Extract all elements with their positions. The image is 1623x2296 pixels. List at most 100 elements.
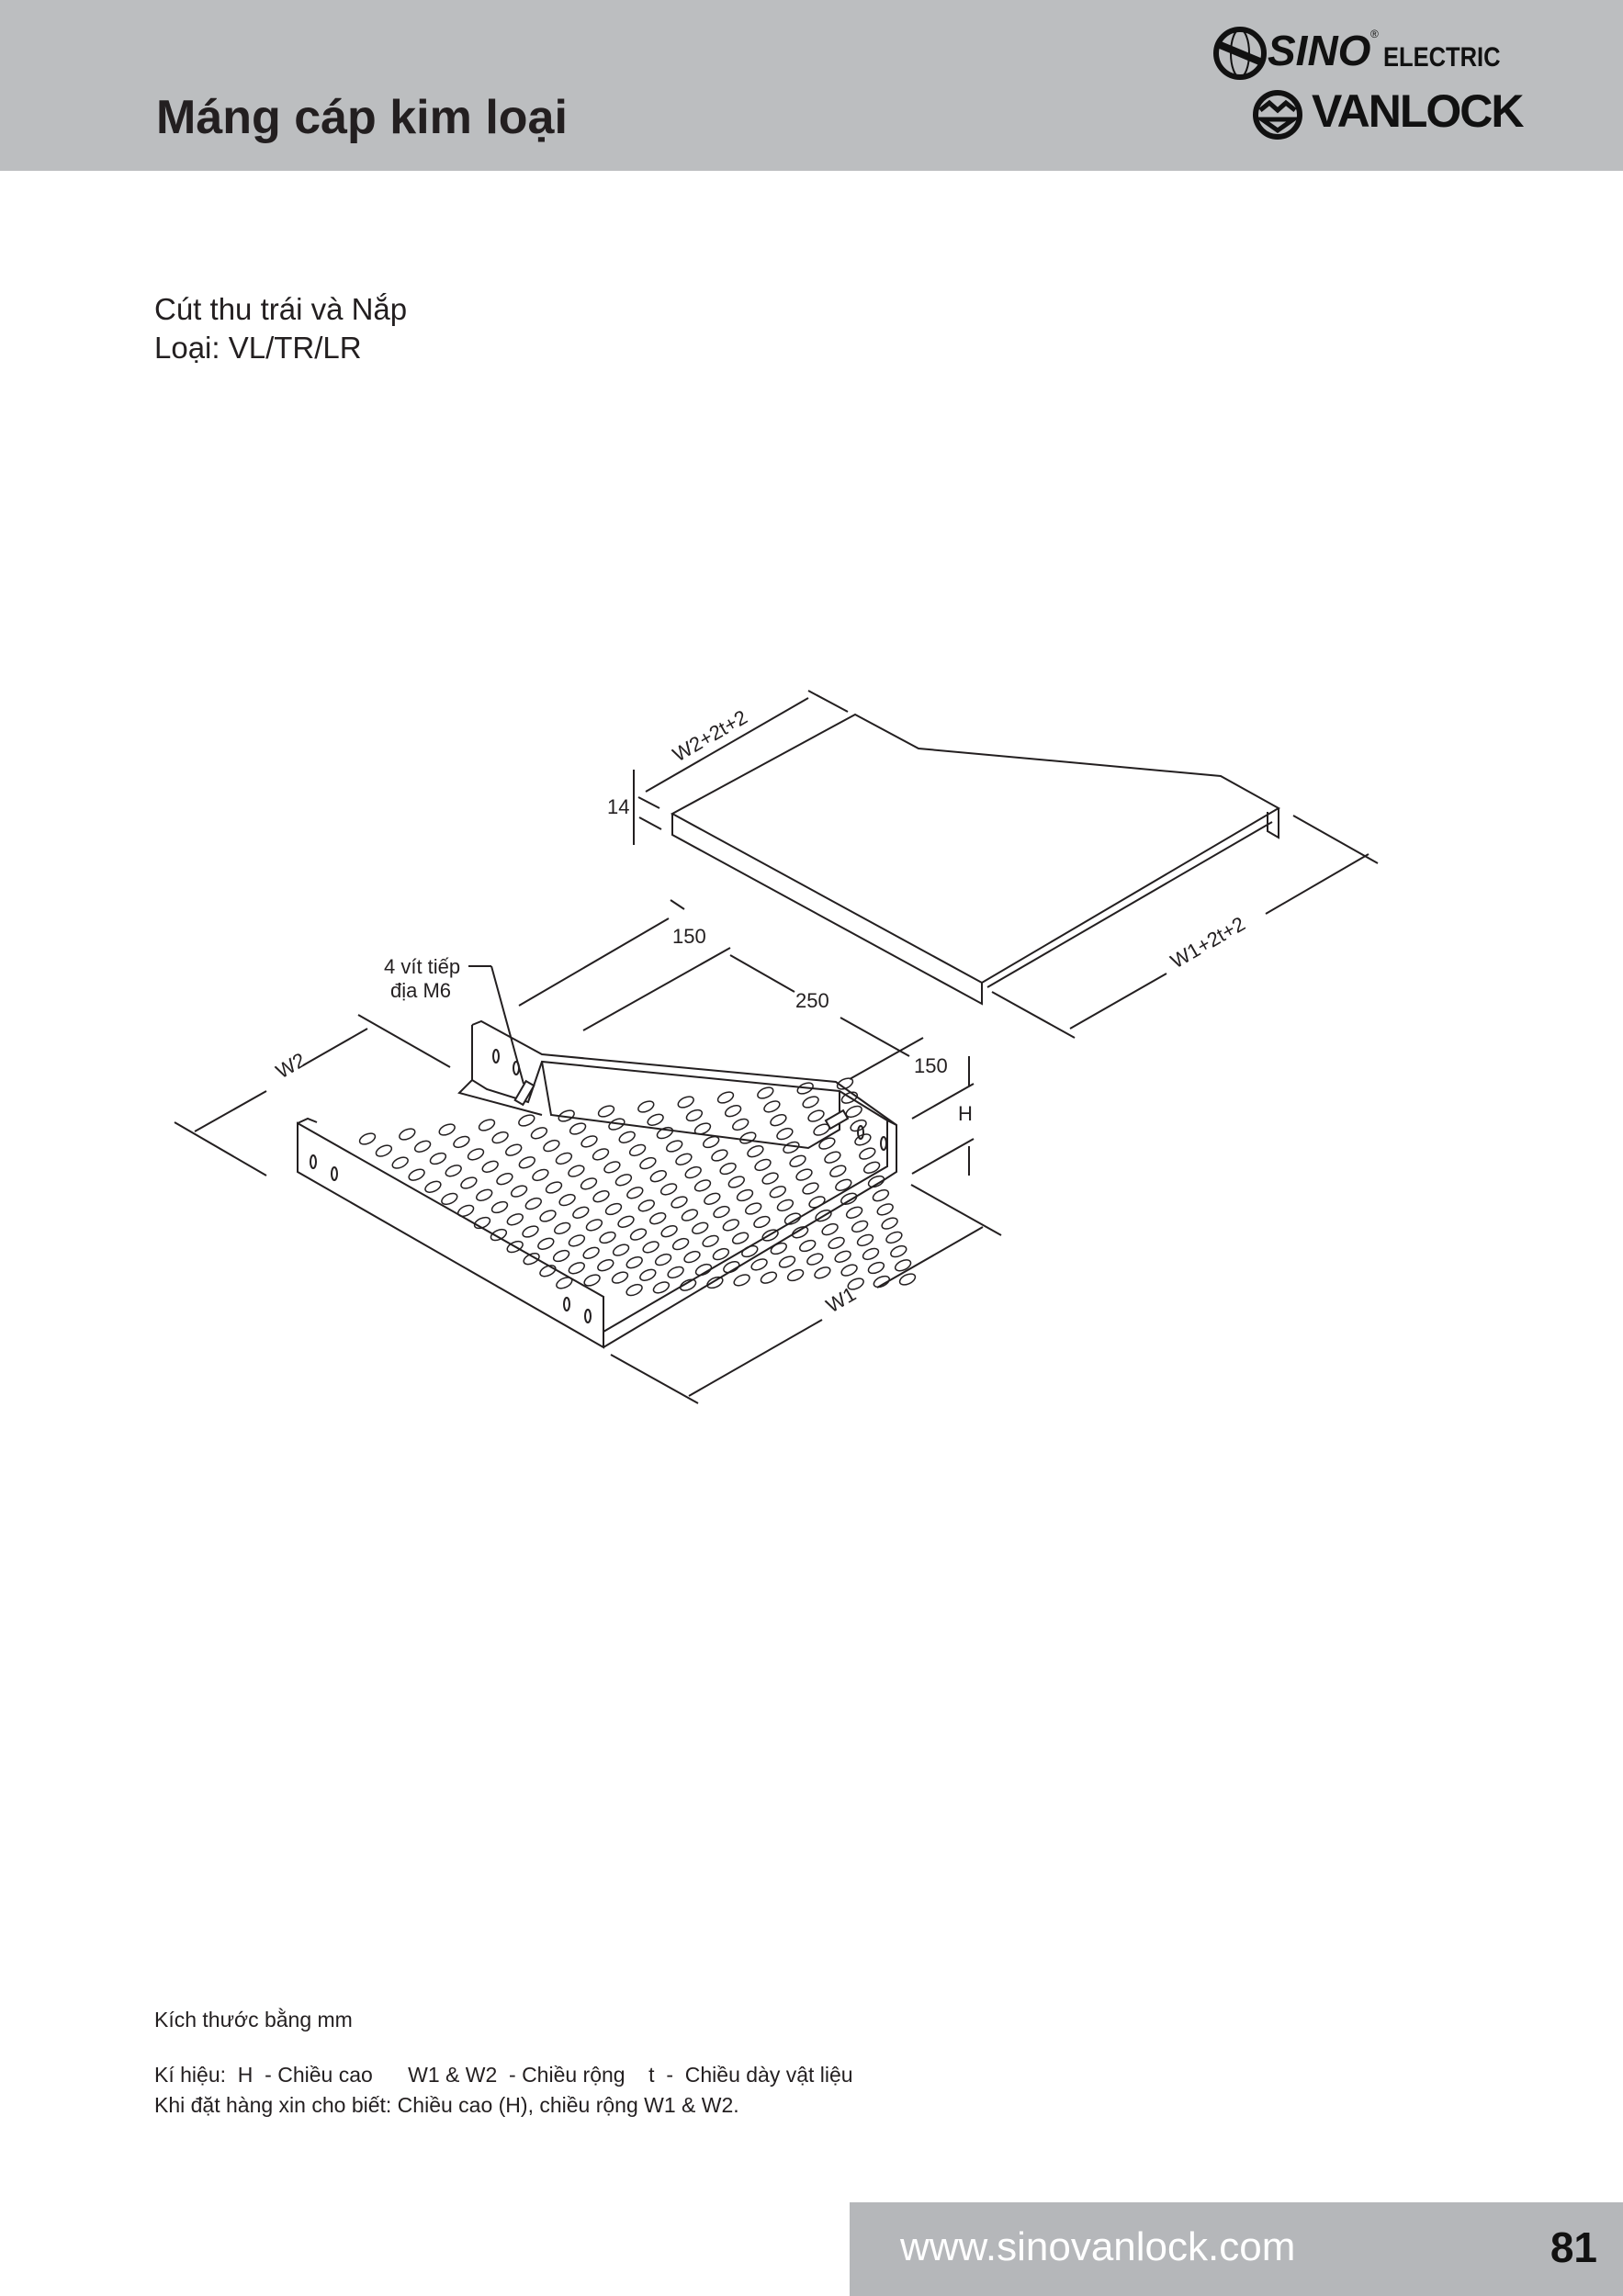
- perforation-hole: [770, 1242, 787, 1255]
- dim-h: H: [958, 1102, 973, 1125]
- perforation-hole: [763, 1100, 781, 1113]
- perforation-hole: [796, 1082, 814, 1095]
- perforation-hole: [639, 1156, 657, 1170]
- perforation-hole: [872, 1189, 890, 1202]
- perforation-holes: [358, 1077, 917, 1297]
- perforation-hole: [639, 1268, 657, 1281]
- perforation-hole: [585, 1219, 603, 1232]
- perforation-hole: [597, 1259, 614, 1272]
- perforation-hole: [795, 1168, 813, 1181]
- perforation-hole: [558, 1109, 575, 1122]
- perforation-hole: [473, 1216, 491, 1230]
- perforation-hole: [582, 1246, 600, 1259]
- perforation-hole: [876, 1203, 894, 1216]
- product-name: Cút thu trái và Nắp: [154, 292, 408, 326]
- perforation-hole: [881, 1217, 898, 1230]
- brand-vanlock: VANLOCK: [1312, 85, 1525, 137]
- perforation-hole: [604, 1202, 623, 1216]
- perforation-hole: [783, 1141, 800, 1154]
- page-title: Máng cáp kim loại: [156, 91, 568, 144]
- registered-mark: ®: [1370, 28, 1379, 40]
- perforation-hole: [611, 1271, 629, 1284]
- perforation-hole: [778, 1255, 796, 1268]
- perforation-hole: [890, 1244, 907, 1258]
- perforation-hole: [894, 1259, 912, 1272]
- perforation-hole: [723, 1261, 740, 1274]
- perforation-hole: [629, 1228, 648, 1241]
- perforation-hole: [671, 1237, 690, 1251]
- perforation-hole: [761, 1172, 779, 1185]
- website-link[interactable]: www.sinovanlock.com: [900, 2224, 1296, 2269]
- dim-cover-lip: 14: [607, 795, 629, 818]
- perforation-hole: [685, 1109, 704, 1122]
- perforation-hole: [854, 1133, 872, 1146]
- perforation-hole: [736, 1188, 754, 1202]
- dim-w2: W2: [272, 1048, 310, 1083]
- perforation-hole: [481, 1160, 499, 1173]
- perforation-hole: [568, 1165, 585, 1177]
- tray-drawing: [297, 1019, 917, 1349]
- perforation-hole: [505, 1143, 523, 1156]
- callout-screws-1: 4 vít tiếp: [384, 955, 460, 978]
- perforation-hole: [829, 1165, 847, 1177]
- perforation-hole: [802, 1096, 819, 1109]
- perforation-hole: [851, 1220, 869, 1233]
- perforation-hole: [693, 1179, 712, 1192]
- perforation-hole: [543, 1139, 560, 1153]
- perforation-hole: [722, 1219, 739, 1232]
- dim-150-right: 150: [914, 1054, 948, 1077]
- perforation-hole: [506, 1213, 524, 1226]
- perforation-hole: [456, 1204, 475, 1218]
- perforation-hole: [496, 1173, 513, 1186]
- perforation-hole: [592, 1148, 610, 1161]
- perforation-hole: [424, 1180, 442, 1193]
- perforation-hole: [845, 1206, 863, 1219]
- perforation-hole: [840, 1091, 859, 1104]
- units-note: Kích thước bằng mm: [154, 2008, 353, 2032]
- perforation-hole: [873, 1275, 890, 1289]
- perforation-hole: [719, 1162, 737, 1176]
- perforation-hole: [491, 1131, 509, 1144]
- perforation-hole: [572, 1206, 590, 1219]
- perforation-hole: [840, 1192, 858, 1205]
- perforation-hole: [539, 1265, 557, 1277]
- perforation-hole: [704, 1192, 721, 1205]
- perforation-hole: [702, 1234, 719, 1248]
- perforation-hole: [614, 1174, 633, 1187]
- perforation-hole: [445, 1165, 462, 1177]
- perforation-hole: [637, 1100, 655, 1113]
- perforation-hole: [835, 1178, 852, 1191]
- perforation-hole: [667, 1266, 684, 1279]
- perforation-hole: [789, 1154, 806, 1167]
- perforation-hole: [683, 1250, 701, 1264]
- perforation-hole: [898, 1273, 917, 1286]
- perforation-hole: [761, 1229, 779, 1242]
- product-type: Loại: VL/TR/LR: [154, 331, 362, 365]
- perforation-hole: [724, 1105, 742, 1118]
- perforation-hole: [637, 1199, 655, 1212]
- perforation-hole: [818, 1137, 836, 1150]
- perforation-hole: [815, 1210, 832, 1222]
- perforation-hole: [537, 1237, 555, 1250]
- perforation-hole: [828, 1236, 845, 1250]
- perforation-hole: [654, 1253, 672, 1266]
- perforation-hole: [583, 1274, 601, 1287]
- perforation-hole: [716, 1091, 735, 1104]
- perforation-hole: [783, 1212, 802, 1225]
- cover-dimensions: W2+2t+2 14 W1+2t+2: [607, 690, 1379, 1039]
- perforation-hole: [569, 1122, 587, 1135]
- perforation-hole: [806, 1253, 824, 1266]
- perforation-hole: [741, 1244, 759, 1258]
- legend-note: Kí hiệu: H - Chiều cao W1 & W2 - Chiều r…: [154, 2063, 853, 2087]
- perforation-hole: [745, 1202, 762, 1215]
- perforation-hole: [703, 1135, 720, 1149]
- perforation-hole: [731, 1232, 750, 1244]
- vanlock-logo-icon: [1253, 90, 1302, 140]
- perforation-hole: [821, 1222, 839, 1236]
- perforation-hole: [862, 1161, 881, 1174]
- perforation-hole: [612, 1244, 630, 1256]
- perforation-hole: [523, 1253, 540, 1266]
- perforation-hole: [510, 1185, 528, 1198]
- brand-electric: ELECTRIC: [1383, 42, 1501, 73]
